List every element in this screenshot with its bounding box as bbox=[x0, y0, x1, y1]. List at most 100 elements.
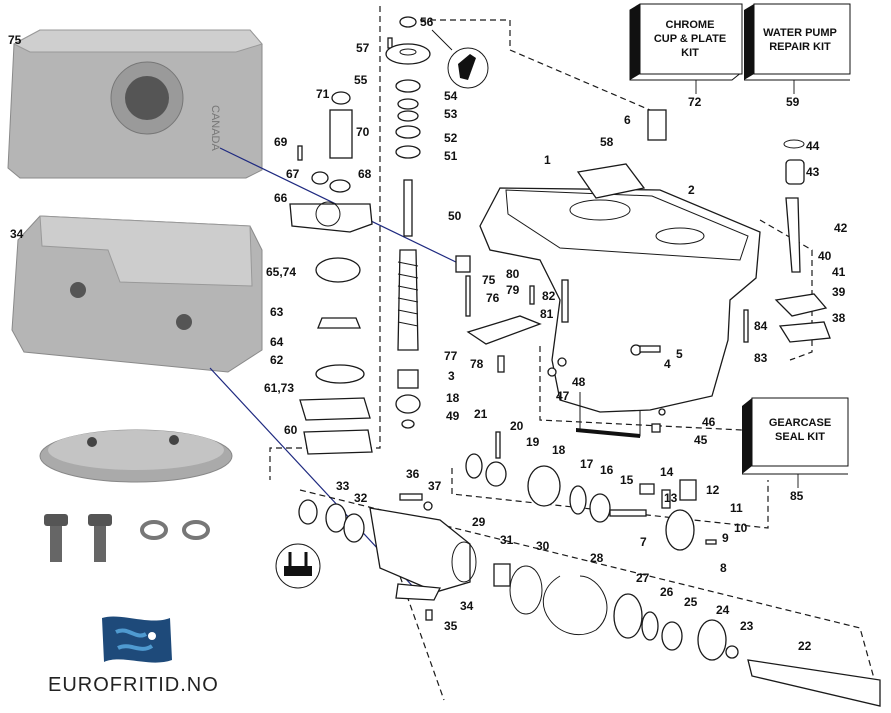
callout-48: 48 bbox=[572, 375, 586, 389]
callout-10: 10 bbox=[734, 521, 748, 535]
callout-38: 38 bbox=[832, 311, 846, 325]
callout-39: 39 bbox=[832, 285, 846, 299]
callout-30: 30 bbox=[536, 539, 550, 553]
callout-5: 5 bbox=[676, 347, 683, 361]
anode-bar-photo bbox=[11, 215, 263, 373]
lower-gearcase-parts bbox=[298, 275, 881, 707]
chrome-kit-line3: KIT bbox=[681, 47, 699, 59]
callout-61-73: 61,73 bbox=[264, 381, 294, 395]
callout-34-photo: 34 bbox=[10, 227, 24, 241]
callout-21: 21 bbox=[474, 407, 488, 421]
callout-66: 66 bbox=[274, 191, 288, 205]
callout-8: 8 bbox=[720, 561, 727, 575]
callout-36: 36 bbox=[406, 467, 420, 481]
brand-name: EUROFRITID.NO bbox=[48, 674, 219, 696]
callout-9: 9 bbox=[722, 531, 729, 545]
callout-40: 40 bbox=[818, 249, 832, 263]
callout-16: 16 bbox=[600, 463, 614, 477]
kit-box-gearcase-seal: GEARCASE SEAL KIT 85 bbox=[742, 397, 849, 503]
callout-4: 4 bbox=[664, 357, 671, 371]
callout-14: 14 bbox=[660, 465, 674, 479]
callout-25: 25 bbox=[684, 595, 698, 609]
callout-11: 11 bbox=[730, 501, 743, 515]
callout-13: 13 bbox=[664, 491, 678, 505]
right-side-parts bbox=[630, 139, 831, 356]
kit-box-water-pump: WATER PUMP REPAIR KIT 59 bbox=[744, 3, 851, 109]
callout-75: 75 bbox=[482, 273, 496, 287]
callout-52: 52 bbox=[444, 131, 458, 145]
water-pump-kit-line1: WATER PUMP bbox=[763, 27, 837, 39]
callout-64: 64 bbox=[270, 335, 284, 349]
callout-60: 60 bbox=[284, 423, 298, 437]
callout-18-bottom: 18 bbox=[552, 443, 566, 457]
callout-18-top: 18 bbox=[446, 391, 460, 405]
callout-83: 83 bbox=[754, 351, 768, 365]
callout-65-74: 65,74 bbox=[266, 265, 296, 279]
callout-51: 51 bbox=[444, 149, 458, 163]
callout-78: 78 bbox=[470, 357, 484, 371]
callout-31: 31 bbox=[500, 533, 514, 547]
water-pump-kit-line2: REPAIR KIT bbox=[769, 41, 831, 53]
eurofritid-logo bbox=[102, 616, 172, 663]
callout-69: 69 bbox=[274, 135, 288, 149]
callout-33: 33 bbox=[336, 479, 350, 493]
callout-45: 45 bbox=[694, 433, 708, 447]
callout-17: 17 bbox=[580, 457, 594, 471]
callout-72: 72 bbox=[688, 95, 702, 109]
callout-55: 55 bbox=[354, 73, 368, 87]
callout-35: 35 bbox=[444, 619, 458, 633]
callout-47: 47 bbox=[556, 389, 570, 403]
chrome-kit-line1: CHROME bbox=[666, 19, 715, 31]
callout-29: 29 bbox=[472, 515, 486, 529]
callout-62: 62 bbox=[270, 353, 284, 367]
callout-28: 28 bbox=[590, 551, 604, 565]
callout-84: 84 bbox=[754, 319, 768, 333]
callout-12: 12 bbox=[706, 483, 720, 497]
callout-59: 59 bbox=[786, 95, 800, 109]
callout-49: 49 bbox=[446, 409, 460, 423]
oval-anode-photo bbox=[39, 429, 233, 483]
callout-1: 1 bbox=[544, 153, 551, 167]
water-pump-parts bbox=[289, 16, 667, 455]
callout-58: 58 bbox=[600, 135, 614, 149]
callout-63: 63 bbox=[270, 305, 284, 319]
gearcase-kit-line1: GEARCASE bbox=[769, 417, 831, 429]
callout-23: 23 bbox=[740, 619, 754, 633]
callout-50: 50 bbox=[448, 209, 462, 223]
callout-37: 37 bbox=[428, 479, 442, 493]
callout-75-photo: 75 bbox=[8, 33, 22, 47]
callout-70: 70 bbox=[356, 125, 370, 139]
callout-15: 15 bbox=[620, 473, 634, 487]
chrome-kit-line2: CUP & PLATE bbox=[654, 33, 726, 45]
screw-pair-photo bbox=[44, 514, 210, 562]
callout-53: 53 bbox=[444, 107, 458, 121]
callout-32: 32 bbox=[354, 491, 368, 505]
callout-19: 19 bbox=[526, 435, 540, 449]
callout-numbers: 5 6 57 55 54 53 52 51 50 71 70 69 67 68 6… bbox=[264, 15, 848, 653]
callout-57: 57 bbox=[356, 41, 370, 55]
gearcase-kit-line2: SEAL KIT bbox=[775, 431, 825, 443]
callout-27: 27 bbox=[636, 571, 650, 585]
callout-54: 54 bbox=[444, 89, 458, 103]
gearcase-housing bbox=[479, 187, 761, 438]
callout-68: 68 bbox=[358, 167, 372, 181]
callout-20: 20 bbox=[510, 419, 524, 433]
callout-26: 26 bbox=[660, 585, 674, 599]
callout-77: 77 bbox=[444, 349, 458, 363]
callout-34: 34 bbox=[460, 599, 474, 613]
kit-box-chrome: CHROME CUP & PLATE KIT 72 bbox=[629, 3, 743, 109]
callout-6: 6 bbox=[624, 113, 631, 127]
callout-76: 76 bbox=[486, 291, 500, 305]
callout-3: 3 bbox=[448, 369, 455, 383]
callout-46: 46 bbox=[702, 415, 716, 429]
callout-79: 79 bbox=[506, 283, 520, 297]
callout-71: 71 bbox=[316, 87, 330, 101]
callout-67: 67 bbox=[286, 167, 300, 181]
callout-42: 42 bbox=[834, 221, 848, 235]
lubrication-symbol-bottom bbox=[275, 543, 321, 589]
callout-81: 81 bbox=[540, 307, 554, 321]
callout-82: 82 bbox=[542, 289, 556, 303]
callout-2: 2 bbox=[688, 183, 695, 197]
water-pump-kit-outline bbox=[269, 6, 651, 480]
